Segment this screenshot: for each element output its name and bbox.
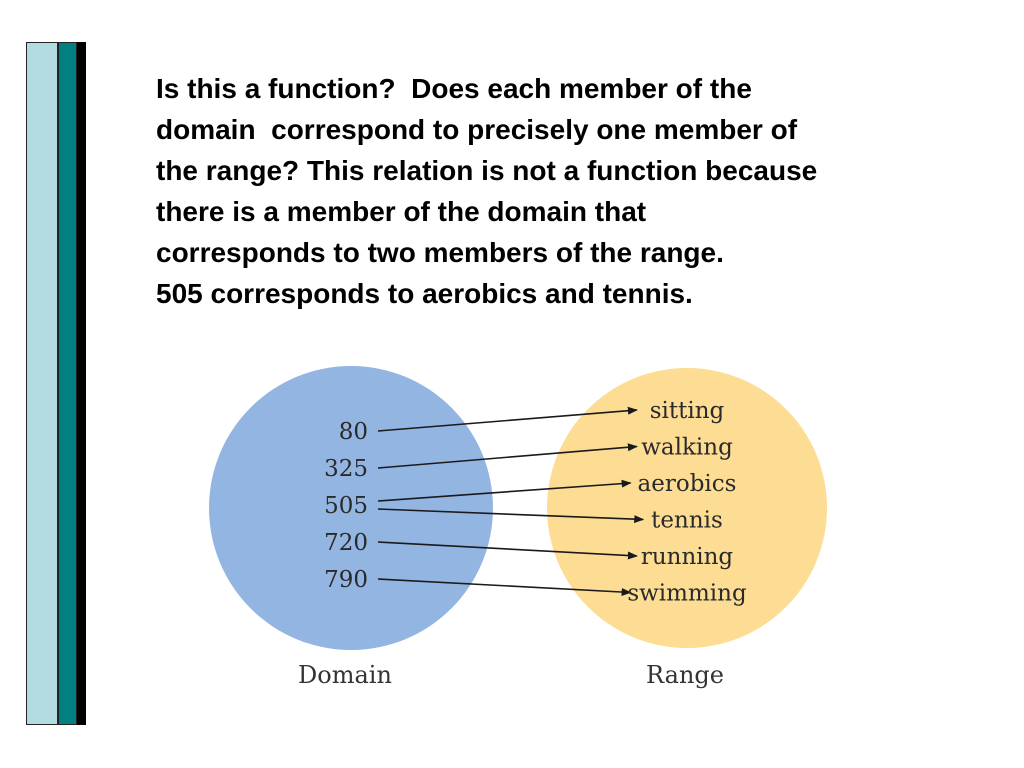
mapping-arrow	[377, 443, 638, 469]
sidebar-stripe-teal	[58, 42, 77, 725]
domain-circle	[209, 366, 493, 650]
text-line: Is this a function? Does each member of …	[156, 73, 752, 104]
text-line: the range? This relation is not a functi…	[156, 155, 818, 186]
domain-value: 325	[324, 456, 368, 482]
range-value: running	[641, 544, 734, 570]
slide-body-text: Is this a function? Does each member of …	[156, 68, 996, 314]
domain-label: Domain	[298, 661, 392, 689]
domain-value: 790	[324, 567, 368, 593]
domain-values: 80 325 505 720 790	[324, 419, 368, 593]
text-line: there is a member of the domain that	[156, 196, 647, 227]
range-value: swimming	[627, 581, 747, 607]
mapping-arrow	[377, 406, 638, 432]
range-label: Range	[646, 661, 724, 689]
mapping-arrows	[377, 406, 645, 597]
domain-value: 720	[324, 530, 368, 556]
mapping-arrow	[377, 541, 638, 560]
range-values: sitting walking aerobics tennis running swimm…	[627, 398, 747, 607]
domain-value: 505	[324, 493, 368, 519]
range-circle	[547, 368, 827, 648]
sidebar-stripe-light	[26, 42, 58, 725]
text-line: 505 corresponds to aerobics and tennis.	[156, 278, 693, 309]
range-value: tennis	[651, 508, 723, 534]
sidebar-stripe-black	[77, 42, 86, 725]
mapping-arrow	[377, 479, 632, 502]
mapping-arrow	[377, 508, 645, 524]
range-value: sitting	[650, 398, 725, 424]
text-line: corresponds to two members of the range.	[156, 237, 724, 268]
text-line: domain correspond to precisely one membe…	[156, 114, 798, 145]
range-value: walking	[641, 435, 733, 461]
domain-value: 80	[339, 419, 368, 445]
mapping-arrow	[377, 578, 632, 597]
range-value: aerobics	[638, 471, 737, 497]
